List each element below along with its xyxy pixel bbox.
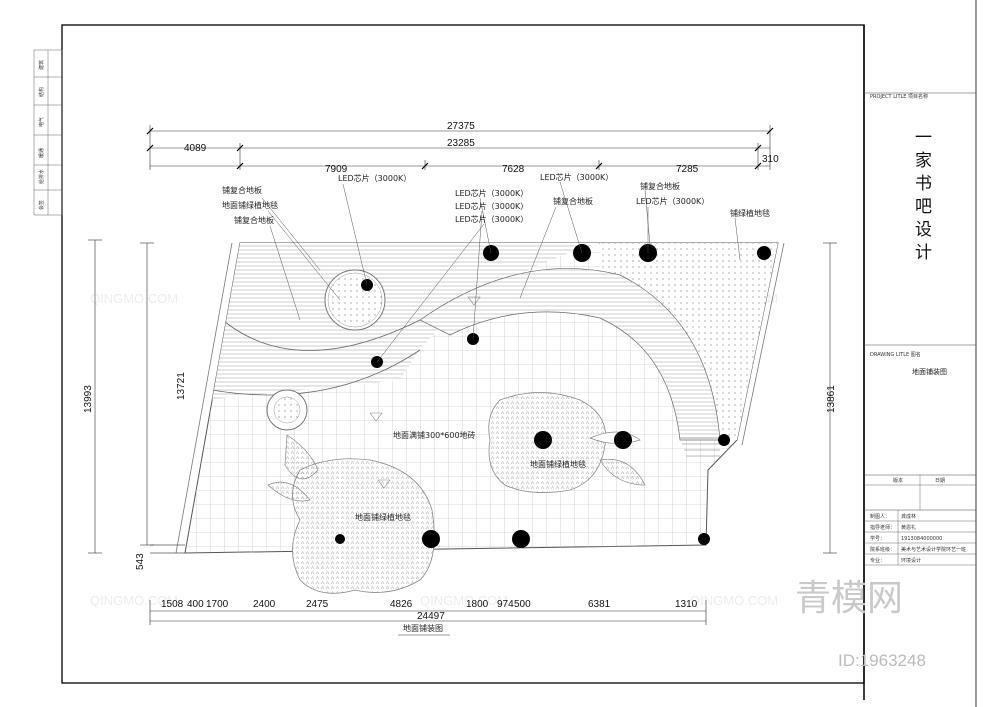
watermark: 青模网 ID:1963248 (795, 578, 926, 670)
watermark-tile: QINGMO.COM (90, 291, 178, 306)
label-led: LED芯片（3000K） (338, 173, 411, 183)
watermark-tile: QINGMO.COM (420, 593, 508, 608)
steps (680, 437, 720, 457)
leader-lines (261, 181, 741, 363)
led-light (422, 530, 440, 548)
label-wood-floor-mid: 铺复合地板 (553, 196, 593, 206)
strip-label: 结构 (38, 87, 45, 97)
strip-label: 建筑 (38, 60, 45, 70)
project-title-char: 设 (915, 220, 932, 240)
strip-label: 暖通 (38, 148, 45, 158)
dim-left-inner: 13721 (176, 372, 187, 400)
dim-top-total: 27375 (447, 121, 475, 132)
tb-row-value: 环境设计 (901, 557, 921, 564)
dim-seg2: 7628 (502, 164, 525, 175)
dim-seg1: 7909 (325, 164, 348, 175)
dim-bottom-seg: 1800 (466, 599, 489, 610)
dim-bottom-seg: 2475 (306, 599, 329, 610)
label-tiles: 地面满铺300*600地砖 (393, 430, 476, 440)
dim-bottom-seg: 1700 (206, 599, 229, 610)
leaf-center (599, 458, 646, 486)
project-title-char: 家 (915, 151, 932, 171)
project-title-char: 计 (915, 243, 932, 263)
dim-bottom-seg: 1310 (675, 599, 698, 610)
dim-left-outer: 13993 (83, 385, 94, 413)
dim-bottom-seg: 400 (187, 599, 204, 610)
led-lights (335, 244, 771, 548)
dim-top-mid: 23285 (447, 138, 475, 149)
dim-seg3: 7285 (676, 164, 699, 175)
tb-row-label: 院系班级： (870, 546, 895, 553)
tb-row-label: 专业： (870, 557, 885, 564)
led-light (718, 434, 730, 446)
tb-row-label: 指导老师： (870, 524, 895, 531)
strip-label: 给排水 (38, 169, 45, 184)
dim-bottom-seg: 6381 (588, 599, 611, 610)
strip-label: 会签 (38, 200, 45, 210)
watermark-tile: QINGMO.COM (690, 593, 778, 608)
leaf-left-lower (267, 481, 311, 502)
label-wood-floor: 铺复合地板 (234, 215, 274, 225)
tb-row-label: 制图人： (870, 513, 890, 520)
bottom-dim-segments: 1508 400 1700 2400 2475 4826 1800 974 50… (161, 599, 698, 610)
version-label: 版本 (893, 477, 903, 484)
label-led: LED芯片（3000K） (455, 188, 528, 198)
tb-row-value: 龚成林 (901, 513, 916, 520)
watermark-logo-text: 青模网 (795, 578, 903, 619)
dim-bottom-total: 24497 (417, 611, 445, 622)
tb-row-value: 美术与艺术设计学院环艺一班 (901, 546, 966, 553)
label-green-right: 铺绿植地毯 (730, 208, 770, 218)
label-led: LED芯片（3000K） (455, 214, 528, 224)
project-title-char: 书 (915, 174, 932, 194)
label-green-carpet: 地面铺绿植地毯 (222, 200, 278, 210)
project-title-char: 一 (915, 128, 932, 148)
plan-caption: 地面铺装图 (403, 623, 443, 633)
tb-row-value: 黄恩礼 (901, 524, 916, 531)
project-title-char: 吧 (915, 197, 932, 217)
dim-left-small: 543 (135, 553, 146, 570)
label-led: LED芯片（3000K） (540, 172, 613, 182)
drawing-title: 地面铺装图 (912, 367, 947, 376)
tb-row-label: 学号： (870, 535, 885, 542)
dim-bottom-seg: 2400 (253, 599, 276, 610)
date-label: 日期 (935, 478, 945, 484)
dim-top-left: 4089 (184, 143, 207, 154)
label-green-center: 地面铺绿植地毯 (530, 459, 586, 469)
led-light (698, 533, 710, 545)
floor-plan: 铺复合地板 地面铺绿植地毯 铺复合地板 LED芯片（3000K） LED芯片（3… (150, 172, 785, 636)
project-label: PROJECT LITLE 项目名称 (870, 93, 928, 100)
dim-right: 13861 (826, 385, 837, 413)
dimension-ticks (146, 127, 774, 170)
strip-label: 电气 (38, 117, 45, 127)
watermark-tile: QINGMO.COM (90, 593, 178, 608)
led-light (614, 431, 632, 449)
label-led: LED芯片（3000K） (636, 196, 709, 206)
left-signature-strip: 建筑 结构 电气 暖通 给排水 会签 (33, 49, 63, 216)
dim-top-right-small: 310 (762, 154, 779, 165)
title-block: PROJECT LITLE 项目名称 一 家 书 吧 设 计 DRAWING L… (864, 92, 976, 566)
led-light (512, 530, 530, 548)
label-wood-floor: 铺复合地板 (222, 185, 262, 195)
dimensions (88, 125, 837, 625)
dim-bottom-seg: 500 (514, 599, 531, 610)
led-light (335, 534, 345, 544)
label-green-left: 地面铺绿植地毯 (355, 512, 411, 522)
tb-row-value: 1913084000000 (901, 536, 942, 542)
label-led: LED芯片（3000K） (455, 201, 528, 211)
dim-bottom-seg: 974 (497, 599, 514, 610)
watermark-id: ID:1963248 (838, 651, 926, 670)
led-light (757, 246, 771, 260)
dim-bottom-seg: 1508 (161, 599, 184, 610)
label-wood-floor-right: 铺复合地板 (640, 181, 680, 191)
dim-bottom-seg: 4826 (390, 599, 413, 610)
leaf-left (284, 434, 319, 480)
led-light (534, 431, 552, 449)
drawing-label: DRAWING LITLE 图名 (870, 351, 921, 358)
